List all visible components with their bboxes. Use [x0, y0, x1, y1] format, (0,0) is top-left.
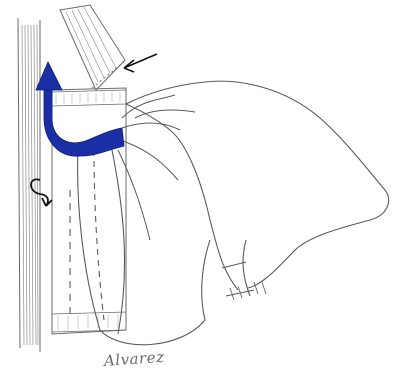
blue-flow-arrow-icon [36, 62, 124, 156]
vessel-branches [118, 95, 195, 240]
stomach-organ [126, 81, 389, 320]
vertical-wall [18, 18, 40, 352]
inner-loop [70, 140, 205, 345]
rotation-arrow-icon [31, 179, 52, 206]
upper-tube [60, 5, 125, 90]
black-arrow-icon [124, 54, 157, 72]
vertical-band [52, 88, 126, 334]
